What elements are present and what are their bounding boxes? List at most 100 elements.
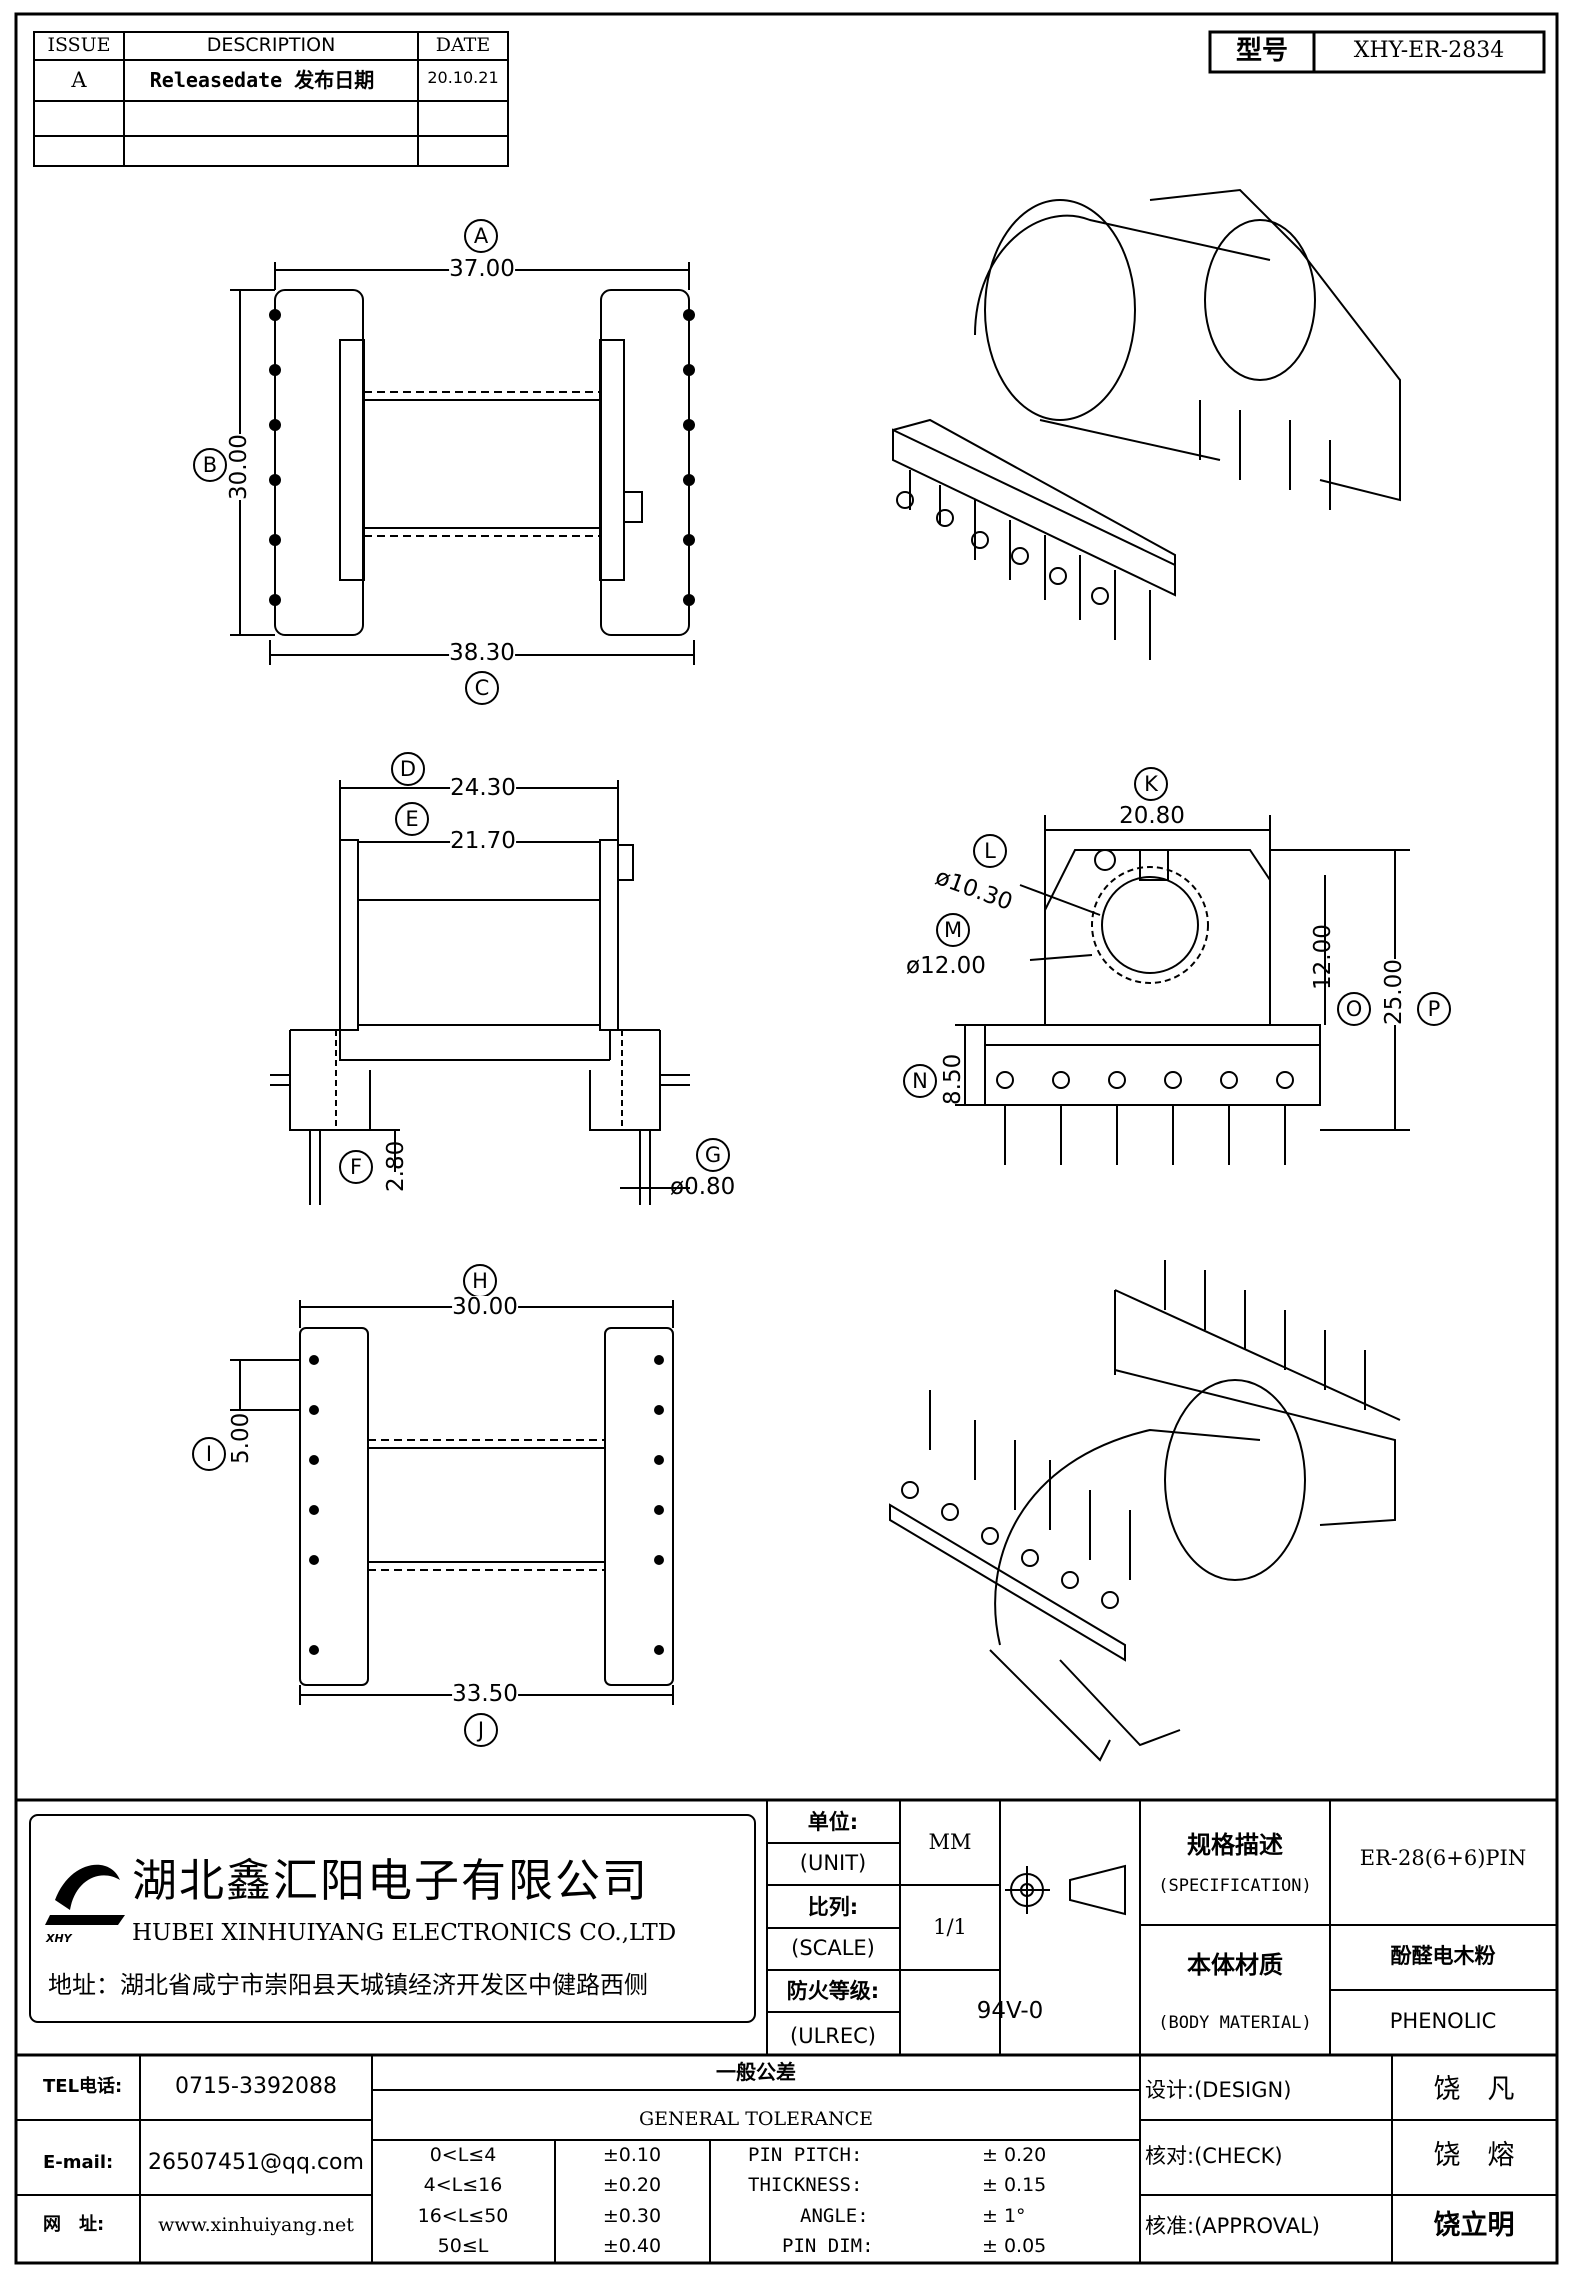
dim-value-b: 30.00: [226, 434, 252, 500]
dim-tag-e: E: [395, 802, 429, 836]
dim-value-o: 12.00: [1310, 924, 1336, 990]
email-label: E-mail:: [43, 2152, 114, 2173]
dim-tag-b: B: [193, 448, 227, 482]
dim-value-m: ø12.00: [906, 953, 986, 979]
company-logo: [45, 1864, 125, 1925]
dim-value-d: 24.30: [450, 775, 516, 801]
material-label-cn: 本体材质: [1187, 1951, 1283, 1979]
revision-issue: A: [71, 68, 87, 92]
dim-value-i: 5.00: [228, 1412, 254, 1464]
unit-label-en: (UNIT): [799, 1851, 867, 1875]
dim-value-e: 21.70: [450, 828, 516, 854]
tolerance-value-4: ±0.40: [602, 2235, 662, 2257]
company-name-en: HUBEI XINHUIYANG ELECTRONICS CO.,LTD: [132, 1920, 677, 1946]
material-value-cn: 酚醛电木粉: [1390, 1944, 1496, 1968]
tolerance-range-1: 0<L≤4: [429, 2144, 497, 2166]
unit-value: MM: [928, 1830, 972, 1854]
dim-tag-h: H: [463, 1264, 497, 1298]
iso-view-2: [889, 1260, 1401, 1762]
tolerance-item-2: THICKNESS:: [748, 2174, 863, 2196]
dim-tag-j: J: [464, 1713, 498, 1747]
fire-label-en: (ULREC): [790, 2024, 876, 2048]
dim-tag-o: O: [1337, 992, 1371, 1026]
title-block: [16, 1798, 1557, 2263]
spec-label-en: (SPECIFICATION): [1158, 1876, 1312, 1896]
scale-value: 1/1: [933, 1915, 967, 1939]
tel-value: 0715-3392088: [175, 2074, 337, 2099]
revision-header-issue: ISSUE: [47, 34, 111, 56]
spec-value: ER-28(6+6)PIN: [1359, 1846, 1527, 1870]
tolerance-title-cn: 一般公差: [716, 2060, 796, 2084]
dim-value-k: 20.80: [1119, 803, 1185, 829]
dim-tag-p: P: [1417, 992, 1451, 1026]
tolerance-range-2: 4<L≤16: [423, 2174, 503, 2196]
tolerance-item-value-4: ± 0.05: [982, 2235, 1047, 2257]
revision-header-description: DESCRIPTION: [206, 34, 336, 56]
top-view-pins: [269, 309, 695, 606]
design-label: 设计:(DESIGN): [1145, 2078, 1292, 2102]
tel-label: TEL电话:: [43, 2076, 123, 2097]
dim-tag-l: L: [973, 834, 1007, 868]
tolerance-item-4: PIN DIM:: [782, 2235, 874, 2257]
tolerance-value-3: ±0.30: [602, 2205, 662, 2227]
bottom-view: [230, 1300, 674, 1705]
web-value: www.xinhuiyang.net: [158, 2214, 354, 2236]
tolerance-title-en: GENERAL TOLERANCE: [638, 2108, 874, 2130]
approval-label: 核准:(APPROVAL): [1145, 2214, 1320, 2238]
material-value-en: PHENOLIC: [1389, 2009, 1497, 2033]
company-name-cn: 湖北鑫汇阳电子有限公司: [132, 1854, 650, 1907]
tolerance-range-4: 50≤L: [437, 2235, 489, 2257]
spec-label-cn: 规格描述: [1187, 1831, 1283, 1859]
email-value: 26507451@qq.com: [148, 2150, 364, 2175]
dim-tag-f: F: [339, 1150, 373, 1184]
model-label: 型号: [1235, 36, 1289, 66]
dim-tag-d: D: [391, 752, 425, 786]
dim-tag-k: K: [1134, 767, 1168, 801]
tolerance-value-1: ±0.10: [602, 2144, 662, 2166]
front-view: [270, 780, 690, 1205]
dim-value-c: 38.30: [449, 640, 515, 666]
tolerance-item-value-3: ± 1°: [982, 2205, 1026, 2227]
revision-header-date: DATE: [435, 34, 491, 56]
iso-view-1: [892, 188, 1401, 660]
tolerance-item-value-1: ± 0.20: [982, 2144, 1047, 2166]
dim-value-n: 8.50: [940, 1053, 966, 1105]
checker-name: 饶 熔: [1433, 2140, 1515, 2171]
unit-label-cn: 单位:: [807, 1810, 859, 1834]
tolerance-item-3: ANGLE:: [800, 2205, 869, 2227]
revision-description: Releasedate 发布日期: [149, 68, 375, 92]
side-view: [955, 815, 1410, 1165]
revision-date: 20.10.21: [427, 68, 499, 87]
dim-tag-c: C: [465, 671, 499, 705]
dim-value-j: 33.50: [452, 1681, 518, 1707]
dim-value-a: 37.00: [449, 256, 515, 282]
tolerance-range-3: 16<L≤50: [417, 2205, 509, 2227]
designer-name: 饶 凡: [1433, 2074, 1515, 2105]
tolerance-item-value-2: ± 0.15: [982, 2174, 1047, 2196]
web-label: 网 址:: [43, 2214, 105, 2235]
dim-tag-a: A: [464, 219, 498, 253]
fire-value: 94V-0: [976, 1998, 1044, 2024]
dim-value-g: ø0.80: [670, 1174, 736, 1200]
company-address: 地址：湖北省咸宁市崇阳县天城镇经济开发区中健路西侧: [48, 1971, 648, 1999]
dim-tag-g: G: [696, 1138, 730, 1172]
top-view: [230, 262, 695, 665]
dim-value-h: 30.00: [452, 1294, 518, 1320]
dim-value-f: 2.80: [383, 1140, 409, 1192]
approver-name: 饶立明: [1433, 2210, 1515, 2241]
tolerance-value-2: ±0.20: [602, 2174, 662, 2196]
dim-tag-i: I: [192, 1437, 226, 1471]
scale-label-cn: 比列:: [807, 1895, 859, 1919]
model-number: XHY-ER-2834: [1353, 38, 1505, 63]
dim-tag-n: N: [903, 1064, 937, 1098]
check-label: 核对:(CHECK): [1145, 2144, 1283, 2168]
material-label-en: (BODY MATERIAL): [1158, 2013, 1312, 2033]
logo-text: XHY: [46, 1932, 72, 1945]
scale-label-en: (SCALE): [791, 1936, 875, 1960]
dim-value-p: 25.00: [1381, 959, 1407, 1025]
dim-tag-m: M: [936, 913, 970, 947]
tolerance-item-1: PIN PITCH:: [748, 2144, 863, 2166]
fire-label-cn: 防火等级:: [786, 1979, 880, 2003]
